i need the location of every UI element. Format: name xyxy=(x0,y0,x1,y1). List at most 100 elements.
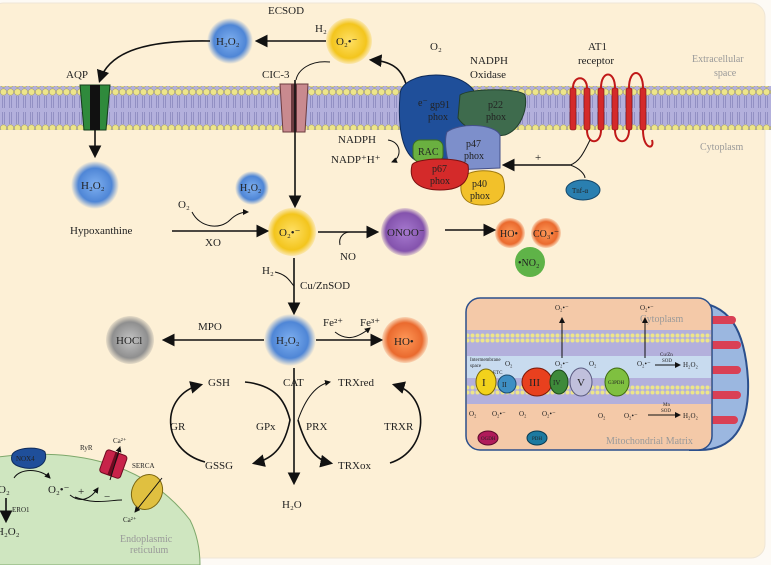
gr-label: GR xyxy=(170,421,186,433)
h2o2-extracellular xyxy=(207,18,253,64)
peroxynitrite xyxy=(381,208,429,256)
ecsod-label: ECSOD xyxy=(268,5,304,17)
etc-complex-iv: IV xyxy=(549,369,569,395)
tnf-label: Tnf-α xyxy=(572,187,588,195)
pdh-label: PDH xyxy=(532,437,542,442)
o2-label: O₂ xyxy=(430,41,442,53)
aqp-label: AQP xyxy=(66,69,88,81)
etc-complex-ii: II xyxy=(497,374,517,394)
prx-arrow-b xyxy=(297,419,334,468)
p67-phox-label: phox xyxy=(430,176,450,187)
nadp-label: NADP⁺H⁺ xyxy=(331,154,381,166)
er-label-2: reticulum xyxy=(130,545,169,556)
p40phox xyxy=(460,170,505,206)
electron-label: e⁻ xyxy=(418,98,428,109)
trxr-cycle-arrow xyxy=(389,381,422,464)
mito-o2-a: O₂ xyxy=(505,360,513,368)
mito-o2-matrix1: O₂ xyxy=(469,410,477,418)
nitrogen-dioxide xyxy=(515,247,545,277)
gssg-label: GSSG xyxy=(205,460,233,472)
hocl xyxy=(106,316,154,364)
cytoplasm-label: Cytoplasm xyxy=(700,142,744,153)
cat-label: CAT xyxy=(283,377,304,389)
p40-phox-label: phox xyxy=(470,191,490,202)
ca-top-label: Ca²⁺ xyxy=(113,437,127,445)
at1-label: AT1 xyxy=(588,41,607,53)
ryr-ca-arrow xyxy=(109,446,122,481)
g3pdh-label: G3PDH xyxy=(608,381,625,386)
mito-h2o2-matrix: H₂O₂ xyxy=(683,412,699,420)
ogdh-label: OGDH xyxy=(481,437,496,442)
trxox-label: TRXox xyxy=(338,460,372,472)
nadph-oxidase-title: NADPH xyxy=(470,55,508,67)
cuzn-sod-label-2: SOD xyxy=(662,359,672,364)
ho-label: HO• xyxy=(500,229,518,240)
p22-phox-label: phox xyxy=(486,112,506,123)
plasma-membrane xyxy=(0,86,771,130)
extracellular-label-2: space xyxy=(714,68,737,79)
superoxide-extracellular xyxy=(326,18,372,64)
h2o2-extracellular-label: H₂O₂ xyxy=(216,36,240,48)
mito-superoxide-top2: O₂•⁻ xyxy=(640,304,654,312)
pdh xyxy=(526,430,548,446)
hocl-label: HOCl xyxy=(116,335,142,347)
ims-label-2: space xyxy=(470,364,482,369)
mito-superoxide-top1: O₂•⁻ xyxy=(555,304,569,312)
mito-o2-matrix3: O₂ xyxy=(598,412,606,420)
sod-h2-curve xyxy=(274,271,295,287)
mito-superoxide-matrix1: O₂•⁻ xyxy=(492,410,506,418)
gr-cycle-arrow xyxy=(169,381,206,463)
mito-o2-b: O₂ xyxy=(589,360,597,368)
sod-h2-label: H₂ xyxy=(262,265,274,277)
carbonate-radical xyxy=(531,218,561,248)
no-label: NO xyxy=(340,251,356,263)
trxr-label: TRXR xyxy=(384,421,414,433)
fe-curve xyxy=(334,327,371,338)
ryr-label: RyR xyxy=(80,444,93,452)
cic3-channel xyxy=(279,83,309,133)
hydroxyl-radical xyxy=(495,218,525,248)
mn-sod-label: Mn xyxy=(663,403,670,408)
gpx-label: GPx xyxy=(256,421,276,433)
no2-label: •NO₂ xyxy=(518,258,539,269)
mito-superoxide-matrix3: O₂•⁻ xyxy=(624,412,638,420)
complex-v-label: V xyxy=(577,377,585,389)
xo-o2-label: O₂ xyxy=(178,199,190,211)
p67phox xyxy=(410,158,469,191)
tnf-alpha xyxy=(565,179,601,201)
p40-label: p40 xyxy=(472,179,487,190)
etc-complex-iii: III xyxy=(521,367,553,397)
nox4-label: NOX4 xyxy=(16,455,35,463)
mito-superoxide-ims2: O₂•⁻ xyxy=(637,360,651,368)
serca-inhibition-line xyxy=(74,496,123,502)
mito-h2o2-ims: H₂O₂ xyxy=(683,361,699,369)
co3-label: CO₃•⁻ xyxy=(533,229,559,240)
etc-label: ETC xyxy=(493,371,503,376)
fe3-label: Fe³⁺ xyxy=(360,317,380,329)
aqp-channel xyxy=(79,84,111,131)
ho-right-label: HO• xyxy=(394,336,414,348)
at1-receptor xyxy=(569,72,654,148)
xo-label: XO xyxy=(205,237,221,249)
onoo-label: ONOO⁻ xyxy=(387,227,425,239)
complex-iv-label: IV xyxy=(553,379,560,387)
cic3-curve xyxy=(295,61,331,81)
serca-ca-arrow xyxy=(134,477,163,513)
gpx-arrow xyxy=(244,381,291,467)
nox4 xyxy=(11,447,47,469)
gp91-label: gp91 xyxy=(430,100,450,111)
er-o2-label: O₂ xyxy=(0,484,10,496)
nadph-arrow xyxy=(387,139,400,163)
p47-phox-label: phox xyxy=(464,151,484,162)
tnf-branch xyxy=(569,139,591,179)
er-h2o2-label: H₂O₂ xyxy=(0,526,20,538)
mito-matrix-label: Mitochondrial Matrix xyxy=(606,436,693,447)
g3pdh: G3PDH xyxy=(604,367,630,397)
prx-label: PRX xyxy=(306,421,327,433)
h2o-label: H₂O xyxy=(282,499,302,511)
h2-label: H₂ xyxy=(315,23,327,35)
rac-label: RAC xyxy=(418,147,439,158)
er-label: Endoplasmic xyxy=(120,534,173,545)
complex-ii-label: II xyxy=(502,381,507,389)
